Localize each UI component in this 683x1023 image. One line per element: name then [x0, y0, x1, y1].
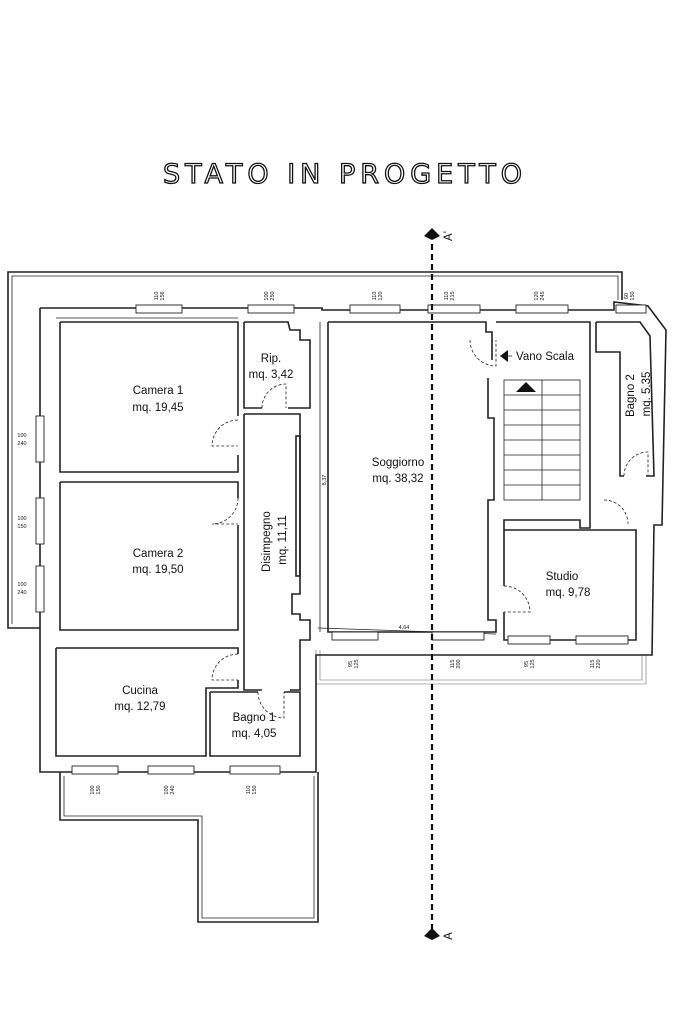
window-height-label: 200: [456, 659, 462, 668]
section-line: A' A: [424, 228, 455, 940]
window-height-label: 240: [17, 590, 26, 596]
bagno2-room: Bagno 2 mq. 5,35: [595, 321, 655, 477]
stair-treads: [504, 394, 580, 486]
window-width-label: 100: [264, 291, 270, 300]
window-width-label: 100: [17, 433, 26, 439]
window: [431, 631, 485, 641]
window: [427, 304, 481, 314]
window-width-label: 95: [524, 661, 530, 667]
camera2-room: Camera 2 mq. 19,50: [59, 481, 239, 631]
windows-left: 100 240 100 150 100 240: [17, 415, 45, 613]
window-height-label: 150: [630, 291, 636, 300]
bagno2-label: Bagno 2 mq. 5,35: [625, 371, 653, 417]
cucina-area: mq. 12,79: [114, 701, 165, 713]
window-width-label: 110: [246, 786, 252, 795]
window-width-label: 100: [164, 785, 170, 794]
bagno1-room: Bagno 1 mq. 4,05: [209, 691, 301, 757]
stair-direction-icon: [516, 382, 536, 392]
camera1-name: Camera 1: [133, 385, 184, 397]
bagno1-name: Bagno 1: [233, 712, 276, 724]
disimpegno-room: Disimpegno mq. 11,11: [243, 413, 311, 691]
disimpegno-area: mq. 11,11: [277, 515, 289, 564]
window-width-label: 115: [590, 660, 596, 669]
window: [331, 631, 379, 641]
window-height-label: 240: [170, 785, 176, 794]
window-height-label: 245: [540, 291, 546, 300]
rip-name: Rip.: [261, 353, 281, 365]
windows-bottom: 100 150 100 240 110 150 95 125 115 200 9…: [71, 631, 629, 795]
window-width-label: 95: [348, 661, 354, 667]
window: [71, 765, 119, 775]
window-height-label: 215: [450, 291, 456, 300]
window: [35, 565, 45, 613]
window-height-label: 125: [354, 659, 360, 668]
vano-scala-name: Vano Scala: [516, 351, 575, 363]
studio-room: Studio mq. 9,78: [503, 499, 637, 641]
window: [229, 765, 281, 775]
window: [575, 635, 629, 645]
section-arrow-bottom-icon: [424, 928, 440, 940]
window-height-label: 150: [252, 785, 258, 794]
window: [615, 304, 647, 314]
camera2-name: Camera 2: [133, 548, 184, 560]
bagno2-name: Bagno 2: [625, 374, 637, 417]
window-width-label: 60: [624, 293, 630, 299]
soggiorno-height-label: 8,37: [322, 475, 328, 486]
disimpegno-label: Disimpegno mq. 11,11: [261, 508, 289, 572]
window-width-label: 110: [372, 292, 378, 301]
window: [147, 765, 195, 775]
window: [507, 635, 551, 645]
balcony-outline: [7, 271, 647, 923]
studio-name: Studio: [546, 571, 579, 583]
window-height-label: 156: [160, 291, 166, 300]
vano-scala-room: Vano Scala: [469, 321, 591, 530]
section-marker-bottom: A: [443, 932, 455, 940]
window: [515, 304, 569, 314]
camera1-area: mq. 19,45: [132, 402, 183, 414]
windows-top: 110 156 100 250 110 120 110 215 120 245 …: [135, 291, 647, 314]
window-width-label: 110: [154, 292, 160, 301]
window: [35, 415, 45, 463]
cucina-name: Cucina: [122, 685, 158, 697]
soggiorno-area: mq. 38,32: [372, 473, 423, 485]
window-width-label: 100: [90, 785, 96, 794]
camera2-area: mq. 19,50: [132, 564, 183, 576]
section-marker-top: A': [443, 231, 455, 241]
window-height-label: 150: [17, 524, 26, 530]
window-height-label: 120: [378, 291, 384, 300]
bagno1-area: mq. 4,05: [232, 728, 277, 740]
camera1-room: Camera 1 mq. 19,45: [59, 321, 239, 473]
window-height-label: 150: [96, 785, 102, 794]
window: [35, 497, 45, 545]
disimpegno-name: Disimpegno: [261, 511, 273, 572]
window-width-label: 100: [17, 582, 26, 588]
window: [247, 304, 295, 314]
studio-area: mq. 9,78: [546, 587, 591, 599]
window-width-label: 115: [450, 660, 456, 669]
window-width-label: 100: [17, 516, 26, 522]
bagno2-area: mq. 5,35: [641, 372, 653, 417]
rip-room: Rip. mq. 3,42: [243, 321, 311, 409]
window-height-label: 220: [596, 659, 602, 668]
plan-title: STATO IN PROGETTO: [163, 159, 527, 190]
cucina-room: Cucina mq. 12,79: [55, 647, 239, 757]
section-arrow-top-icon: [424, 228, 440, 240]
soggiorno-name: Soggiorno: [372, 457, 424, 469]
window-width-label: 120: [534, 291, 540, 300]
window-height-label: 250: [270, 291, 276, 300]
window: [135, 304, 183, 314]
window-height-label: 125: [530, 659, 536, 668]
rip-area: mq. 3,42: [249, 369, 294, 381]
window-width-label: 110: [444, 292, 450, 301]
soggiorno-room: 8,37 4,64 Soggiorno mq. 38,32: [317, 321, 497, 635]
soggiorno-width-label: 4,64: [399, 625, 410, 631]
window: [349, 304, 401, 314]
window-height-label: 240: [17, 441, 26, 447]
